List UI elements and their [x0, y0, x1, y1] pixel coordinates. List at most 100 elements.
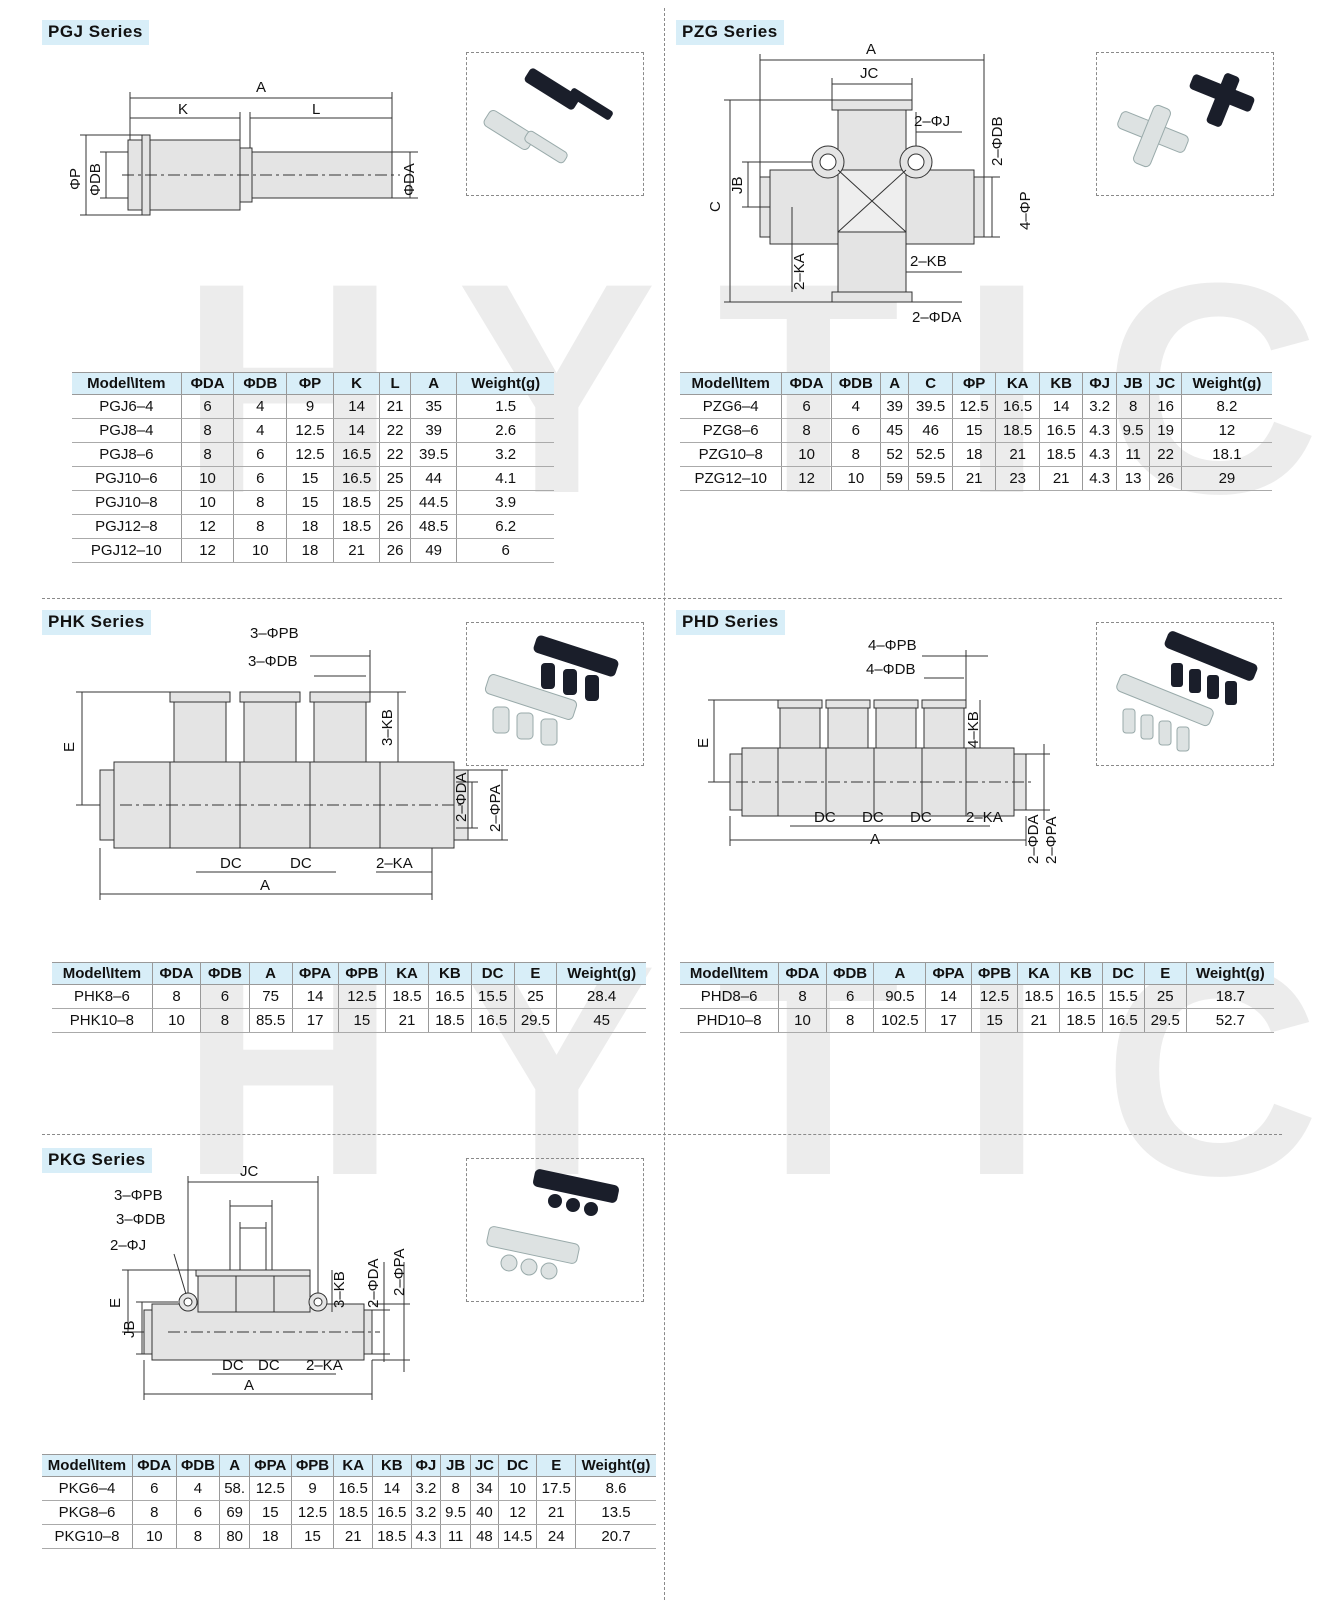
table-header-row: Model\Item ΦDA ΦDB A ΦPA ΦPB KA KB DC E …: [680, 962, 1274, 985]
value-cell: 8: [180, 418, 234, 443]
model-cell: PGJ8–4: [72, 418, 182, 443]
model-cell: PGJ10–8: [72, 490, 182, 515]
table-header-row: Model\Item ΦDA ΦDB A ΦPA ΦPB KA KB DC E …: [52, 962, 646, 985]
phk-label-dc1: DC: [220, 855, 242, 872]
pgj-product-photo: [466, 52, 644, 196]
value-cell: 10: [180, 490, 234, 515]
value-cell: 14: [332, 418, 380, 443]
model-cell: PHD8–6: [680, 984, 779, 1009]
model-cell: PHD10–8: [680, 1008, 779, 1033]
value-cell: 4: [233, 418, 287, 443]
pkg-label-da: 2–ΦDA: [365, 1259, 382, 1309]
value-cell: 15.5: [1101, 984, 1145, 1009]
value-cell: 39.5: [908, 394, 953, 419]
pgj-col-model: Model\Item: [72, 372, 182, 395]
pgj-label-a: A: [256, 79, 266, 96]
pgj-label-p: ΦP: [67, 168, 84, 190]
pkg-label-pb: 3–ΦPB: [114, 1187, 163, 1204]
row-divider-2: [42, 1134, 1282, 1135]
value-cell: 15: [286, 490, 334, 515]
pgj-col-db: ΦDB: [233, 372, 287, 395]
value-cell: 44: [409, 466, 457, 491]
value-cell: 46: [908, 418, 953, 443]
value-cell: 6: [830, 418, 881, 443]
pzg-col-jc: JC: [1149, 372, 1182, 395]
pgj-label-k: K: [178, 101, 188, 118]
value-cell: 8: [825, 1008, 874, 1033]
value-cell: 9.5: [1115, 418, 1150, 443]
model-cell: PGJ12–10: [72, 538, 182, 563]
value-cell: 10: [180, 466, 234, 491]
pzg-fitting-black: [1189, 73, 1255, 127]
pkg-product-photo: [466, 1158, 644, 1302]
pzg-label-jc: JC: [860, 65, 879, 82]
value-cell: 19: [1149, 418, 1182, 443]
model-cell: PGJ10–6: [72, 466, 182, 491]
value-cell: 49: [409, 538, 457, 563]
value-cell: 22: [379, 442, 411, 467]
phd-label-dc1: DC: [814, 809, 836, 826]
value-cell: 4.3: [1082, 466, 1117, 491]
value-cell: 16: [1149, 394, 1182, 419]
model-cell: PZG6–4: [680, 394, 782, 419]
value-cell: 3.2: [456, 442, 554, 467]
pzg-col-p: ΦP: [951, 372, 996, 395]
phk-col-pb: ΦPB: [337, 962, 386, 985]
pkg-col-jc: JC: [469, 1454, 499, 1477]
value-cell: 17.5: [536, 1476, 576, 1501]
value-cell: 9.5: [440, 1500, 471, 1525]
pzg-col-db: ΦDB: [830, 372, 881, 395]
value-cell: 6: [200, 984, 250, 1009]
pkg-col-db: ΦDB: [175, 1454, 220, 1477]
value-cell: 18.5: [372, 1524, 412, 1549]
phk-spec-table: Model\Item ΦDA ΦDB A ΦPA ΦPB KA KB DC E …: [52, 962, 646, 1033]
pkg-label-kb: 3–KB: [331, 1271, 348, 1308]
value-cell: 22: [379, 418, 411, 443]
pkg-col-weight: Weight(g): [575, 1454, 656, 1477]
value-cell: 25: [379, 466, 411, 491]
value-cell: 6: [233, 442, 287, 467]
value-cell: 4: [233, 394, 287, 419]
value-cell: 8: [175, 1524, 220, 1549]
value-cell: 15.5: [470, 984, 515, 1009]
model-cell: PZG10–8: [680, 442, 782, 467]
pgj-col-da: ΦDA: [180, 372, 234, 395]
value-cell: 18.5: [332, 490, 380, 515]
value-cell: 4: [175, 1476, 220, 1501]
value-cell: 6: [180, 394, 234, 419]
pzg-label-kb: 2–KB: [910, 253, 947, 270]
pzg-label-ka: 2–KA: [791, 253, 808, 290]
value-cell: 8: [151, 984, 201, 1009]
value-cell: 18.5: [1059, 1008, 1103, 1033]
value-cell: 48: [469, 1524, 499, 1549]
value-cell: 69: [219, 1500, 250, 1525]
pzg-label-j: 2–ΦJ: [914, 113, 950, 130]
pkg-col-dc: DC: [497, 1454, 537, 1477]
table-header-row: Model\Item ΦDA ΦDB A C ΦP KA KB ΦJ JB JC…: [680, 372, 1272, 395]
pzg-label-c: C: [707, 201, 724, 212]
value-cell: 10: [233, 538, 287, 563]
value-cell: 12.5: [970, 984, 1018, 1009]
pkg-col-e: E: [536, 1454, 576, 1477]
value-cell: 8: [180, 442, 234, 467]
pkg-label-dc1: DC: [222, 1357, 244, 1374]
phd-label-e: E: [695, 738, 712, 748]
phd-label-a: A: [870, 831, 880, 848]
pzg-col-da: ΦDA: [781, 372, 832, 395]
phd-col-weight: Weight(g): [1185, 962, 1274, 985]
value-cell: 21: [385, 1008, 429, 1033]
value-cell: 6: [456, 538, 554, 563]
value-cell: 39.5: [409, 442, 457, 467]
value-cell: 8: [131, 1500, 177, 1525]
value-cell: 25: [379, 490, 411, 515]
